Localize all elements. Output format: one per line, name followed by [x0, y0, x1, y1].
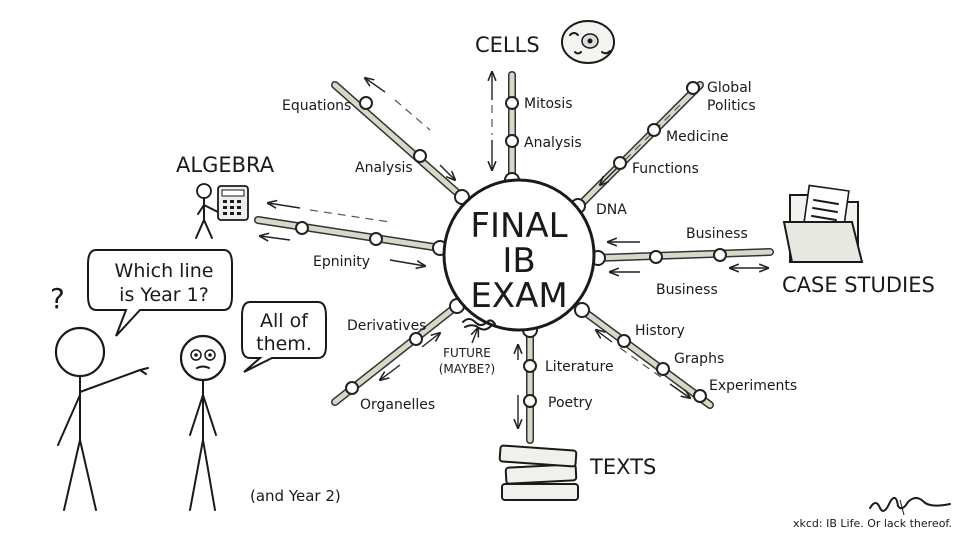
- station-history: [617, 334, 631, 348]
- calculator-stick-figure-icon: [195, 183, 249, 239]
- track-algebra: [254, 216, 444, 252]
- speech-2-line-1: All of: [260, 310, 309, 332]
- station-hub-southeast: [574, 302, 590, 318]
- track-experiments: [578, 306, 714, 409]
- folder-icon: [782, 184, 864, 263]
- destination-cells: CELLS: [475, 20, 615, 64]
- label-analysis-left: Analysis: [355, 160, 413, 176]
- label-medicine: Medicine: [666, 129, 729, 145]
- station-global-politics: [686, 81, 700, 95]
- hub-line-2: IB: [502, 241, 535, 281]
- station-graphs: [656, 362, 670, 376]
- label-mitosis: Mitosis: [524, 96, 573, 112]
- stations: [295, 81, 727, 408]
- signature: [869, 496, 951, 516]
- credit-text: xkcd: IB Life. Or lack thereof.: [793, 517, 952, 530]
- label-dna: DNA: [596, 202, 627, 218]
- track-equations: [331, 81, 466, 201]
- scribble-doodle: [462, 318, 496, 331]
- station-labels: Mitosis Analysis Global Politics Medicin…: [282, 80, 797, 413]
- destination-texts: TEXTS: [498, 444, 656, 501]
- station-business-1: [649, 250, 663, 264]
- speech-bubble-2: All of them.: [241, 301, 327, 373]
- destination-algebra: ALGEBRA: [176, 153, 275, 239]
- speech-bubble-1: Which line is Year 1?: [87, 249, 233, 337]
- label-equations: Equations: [282, 98, 351, 114]
- label-history: History: [635, 323, 685, 339]
- hub-final-exam: FINAL IB EXAM: [442, 178, 596, 332]
- hub-line-1: FINAL: [470, 206, 567, 246]
- station-analysis-left: [413, 149, 427, 163]
- station-literature: [523, 359, 537, 373]
- label-graphs: Graphs: [674, 351, 724, 367]
- speech-1-line-2: is Year 1?: [119, 284, 209, 306]
- label-organelles: Organelles: [360, 397, 435, 413]
- destination-texts-label: TEXTS: [589, 455, 656, 479]
- speech-1-line-1: Which line: [115, 260, 214, 282]
- stick-figure-right: [179, 334, 227, 511]
- cell-icon: [561, 20, 615, 64]
- label-literature: Literature: [545, 359, 614, 375]
- label-global-politics-2: Politics: [707, 98, 756, 114]
- station-epnimity: [369, 232, 383, 246]
- station-derivatives: [409, 332, 423, 346]
- label-epnimity: Epninity: [313, 254, 370, 270]
- station-business-2: [713, 248, 727, 262]
- stick-figure-left: ?: [50, 282, 149, 511]
- destination-case-studies: CASE STUDIES: [782, 184, 935, 297]
- station-organelles: [345, 381, 359, 395]
- destination-cells-label: CELLS: [475, 33, 540, 57]
- station-experiments: [693, 389, 707, 403]
- label-experiments: Experiments: [709, 378, 797, 394]
- station-mitosis: [505, 96, 519, 110]
- destination-algebra-label: ALGEBRA: [176, 153, 275, 177]
- hub-line-3: EXAM: [470, 276, 567, 316]
- station-algebra-1: [295, 221, 309, 235]
- station-medicine: [647, 123, 661, 137]
- station-analysis-top: [505, 134, 519, 148]
- station-equations: [359, 96, 373, 110]
- label-functions: Functions: [632, 161, 699, 177]
- aside-text: (and Year 2): [250, 487, 341, 505]
- speech-2-line-2: them.: [256, 333, 312, 355]
- label-global-politics-1: Global: [707, 80, 752, 96]
- label-future-2: (MAYBE?): [439, 362, 496, 376]
- destination-case-studies-label: CASE STUDIES: [782, 273, 935, 297]
- label-analysis-top: Analysis: [524, 135, 582, 151]
- label-business-bottom: Business: [656, 282, 718, 298]
- track-case-studies: [592, 248, 774, 262]
- label-business-top: Business: [686, 226, 748, 242]
- direction-arrows: [260, 72, 768, 428]
- station-poetry: [523, 394, 537, 408]
- station-functions: [613, 156, 627, 170]
- books-icon: [498, 444, 579, 501]
- label-derivatives: Derivatives: [347, 318, 426, 334]
- label-future-1: FUTURE: [443, 346, 491, 360]
- question-mark: ?: [50, 282, 65, 315]
- label-poetry: Poetry: [548, 395, 593, 411]
